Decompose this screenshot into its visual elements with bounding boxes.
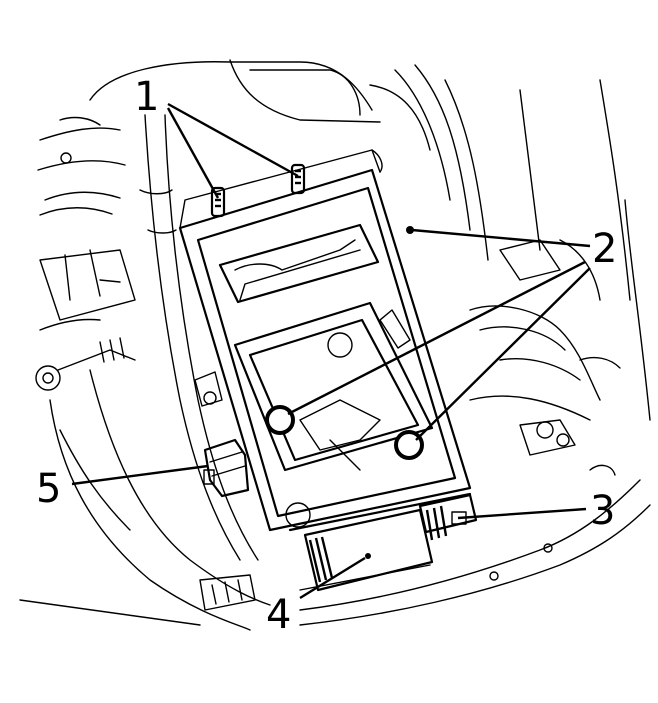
callout-2: 2: [592, 226, 617, 272]
leader-1b: [167, 102, 299, 178]
leader-3: [457, 507, 587, 520]
callout-5: 5: [36, 466, 61, 512]
engine-bay-background: [19, 59, 651, 631]
side-fastener: [203, 438, 250, 498]
callout-labels: 1 2 3 4 5: [36, 74, 617, 638]
support-bracket: [288, 492, 472, 592]
leader-2a: [411, 228, 591, 248]
leader-5: [71, 464, 209, 486]
leader-4: [299, 556, 366, 600]
callout-3: 3: [590, 488, 615, 534]
leader-2b: [287, 260, 586, 416]
leader-lines: [71, 102, 591, 600]
bolt-markers: [210, 163, 414, 234]
tray-bolt-holes: [265, 405, 424, 460]
leader-1a: [166, 107, 220, 199]
callout-1: 1: [134, 74, 159, 120]
leader-2c: [415, 267, 591, 441]
callout-4: 4: [266, 592, 291, 638]
